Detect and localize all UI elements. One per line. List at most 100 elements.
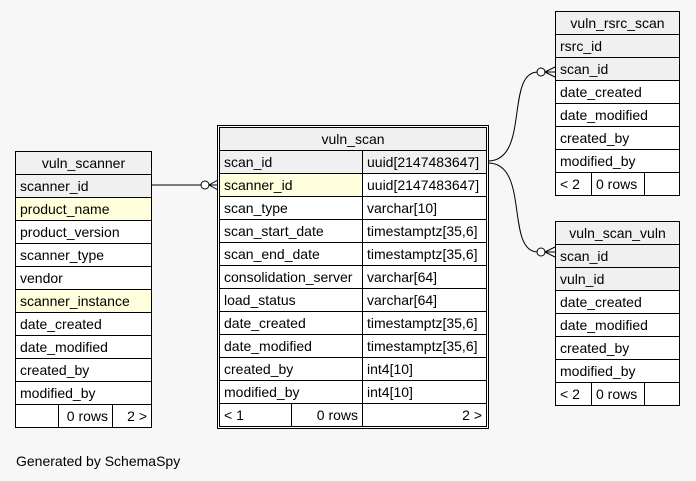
column-row[interactable]: rsrc_id xyxy=(556,35,679,58)
column-row[interactable]: scan_id xyxy=(556,245,679,268)
table-vuln-scan-vuln[interactable]: vuln_scan_vuln scan_id vuln_id date_crea… xyxy=(555,221,680,406)
column-name: modified_by xyxy=(20,385,96,401)
column-name: date_created xyxy=(220,312,363,334)
column-name: date_created xyxy=(560,294,642,310)
column-row[interactable]: scanner_type xyxy=(16,244,151,267)
column-row[interactable]: consolidation_server varchar[64] xyxy=(220,266,486,289)
row-count: 0 rows xyxy=(292,404,363,426)
column-row[interactable]: vuln_id xyxy=(556,268,679,291)
column-name: vuln_id xyxy=(560,271,605,287)
column-type: timestamptz[35,6] xyxy=(367,223,478,239)
column-row[interactable]: date_created xyxy=(556,291,679,314)
column-row[interactable]: scanner_id xyxy=(16,175,151,198)
children-count[interactable]: 2 > xyxy=(127,408,147,424)
generated-by-credit: Generated by SchemaSpy xyxy=(16,453,181,469)
column-name: date_created xyxy=(20,316,102,332)
column-type: uuid[2147483647] xyxy=(367,177,480,193)
column-name: scan_start_date xyxy=(220,220,363,242)
column-row[interactable]: load_status varchar[64] xyxy=(220,289,486,312)
column-row[interactable]: scan_type varchar[10] xyxy=(220,197,486,220)
column-name: vendor xyxy=(20,270,63,286)
column-type: timestamptz[35,6] xyxy=(367,315,478,331)
column-name: scanner_instance xyxy=(20,293,130,309)
column-row[interactable]: scan_start_date timestamptz[35,6] xyxy=(220,220,486,243)
column-row[interactable]: scanner_id uuid[2147483647] xyxy=(220,174,486,197)
column-name: created_by xyxy=(560,130,630,146)
column-row[interactable]: vendor xyxy=(16,267,151,290)
column-name: scanner_id xyxy=(220,174,363,196)
edge-scan-to-rsrc-scan-circle xyxy=(536,67,546,77)
column-name: scanner_type xyxy=(20,247,105,263)
column-name: scan_end_date xyxy=(220,243,363,265)
parents-count[interactable]: < 2 xyxy=(556,173,592,195)
column-row[interactable]: date_modified xyxy=(556,314,679,337)
column-name: created_by xyxy=(220,358,363,380)
column-name: modified_by xyxy=(560,363,636,379)
column-type: uuid[2147483647] xyxy=(367,154,480,170)
table-vuln-scan[interactable]: vuln_scan scan_id uuid[2147483647] scann… xyxy=(217,125,489,429)
column-type: int4[10] xyxy=(367,384,413,400)
column-name: product_version xyxy=(20,224,120,240)
column-row[interactable]: modified_by xyxy=(556,360,679,383)
edge-scanner-to-scan-circle xyxy=(200,180,210,190)
table-footer: 0 rows 2 > xyxy=(16,405,151,427)
column-type: varchar[64] xyxy=(367,269,438,285)
column-row[interactable]: date_modified xyxy=(16,336,151,359)
column-row[interactable]: created_by xyxy=(556,337,679,360)
children-count xyxy=(645,383,679,405)
column-row[interactable]: product_name xyxy=(16,198,151,221)
column-name: scan_id xyxy=(560,61,609,77)
row-count: 0 rows xyxy=(59,405,113,427)
column-name: modified_by xyxy=(560,153,636,169)
table-footer: < 2 0 rows xyxy=(556,383,679,405)
column-name: date_modified xyxy=(220,335,363,357)
parents-count[interactable]: < 1 xyxy=(220,404,292,426)
column-row[interactable]: date_created xyxy=(556,81,679,104)
table-title[interactable]: vuln_scanner xyxy=(16,152,151,175)
table-vuln-rsrc-scan[interactable]: vuln_rsrc_scan rsrc_id scan_id date_crea… xyxy=(555,11,680,196)
column-name: date_modified xyxy=(560,107,648,123)
column-type: timestamptz[35,6] xyxy=(367,338,478,354)
column-type: int4[10] xyxy=(367,361,413,377)
column-type: varchar[10] xyxy=(367,200,438,216)
parents-count[interactable]: < 2 xyxy=(556,383,592,405)
column-name: scan_id xyxy=(220,151,363,173)
column-row[interactable]: product_version xyxy=(16,221,151,244)
column-row[interactable]: modified_by int4[10] xyxy=(220,381,486,404)
column-name: date_modified xyxy=(560,317,648,333)
column-name: date_modified xyxy=(20,339,108,355)
children-count[interactable]: 2 > xyxy=(462,407,482,423)
column-name: scanner_id xyxy=(20,178,89,194)
column-row[interactable]: date_modified xyxy=(556,104,679,127)
table-vuln-scanner[interactable]: vuln_scanner scanner_id product_name pro… xyxy=(15,151,152,428)
column-name: consolidation_server xyxy=(220,266,363,288)
column-row[interactable]: modified_by xyxy=(16,382,151,405)
edge-scan-to-scan-vuln xyxy=(487,162,539,253)
column-name: scan_id xyxy=(560,248,609,264)
column-row[interactable]: created_by xyxy=(556,127,679,150)
table-title[interactable]: vuln_scan xyxy=(220,128,486,151)
table-title[interactable]: vuln_scan_vuln xyxy=(556,222,679,245)
column-row[interactable]: scan_id uuid[2147483647] xyxy=(220,151,486,174)
column-name: created_by xyxy=(20,362,90,378)
column-row[interactable]: date_created xyxy=(16,313,151,336)
column-row[interactable]: modified_by xyxy=(556,150,679,173)
column-row[interactable]: date_modified timestamptz[35,6] xyxy=(220,335,486,358)
column-row[interactable]: scan_id xyxy=(556,58,679,81)
column-row[interactable]: scanner_instance xyxy=(16,290,151,313)
row-count: 0 rows xyxy=(592,173,645,195)
table-footer: < 1 0 rows 2 > xyxy=(220,404,486,426)
column-row[interactable]: created_by int4[10] xyxy=(220,358,486,381)
edge-scan-to-scan-vuln-crowfoot xyxy=(544,246,556,258)
column-row[interactable]: date_created timestamptz[35,6] xyxy=(220,312,486,335)
column-name: product_name xyxy=(20,201,110,217)
column-name: rsrc_id xyxy=(560,38,603,54)
column-row[interactable]: created_by xyxy=(16,359,151,382)
row-count: 0 rows xyxy=(592,383,645,405)
edge-scan-to-scan-vuln-circle xyxy=(536,247,546,257)
table-title[interactable]: vuln_rsrc_scan xyxy=(556,12,679,35)
column-row[interactable]: scan_end_date timestamptz[35,6] xyxy=(220,243,486,266)
parents-count[interactable] xyxy=(16,405,59,427)
children-count xyxy=(645,173,679,195)
column-name: date_created xyxy=(560,84,642,100)
